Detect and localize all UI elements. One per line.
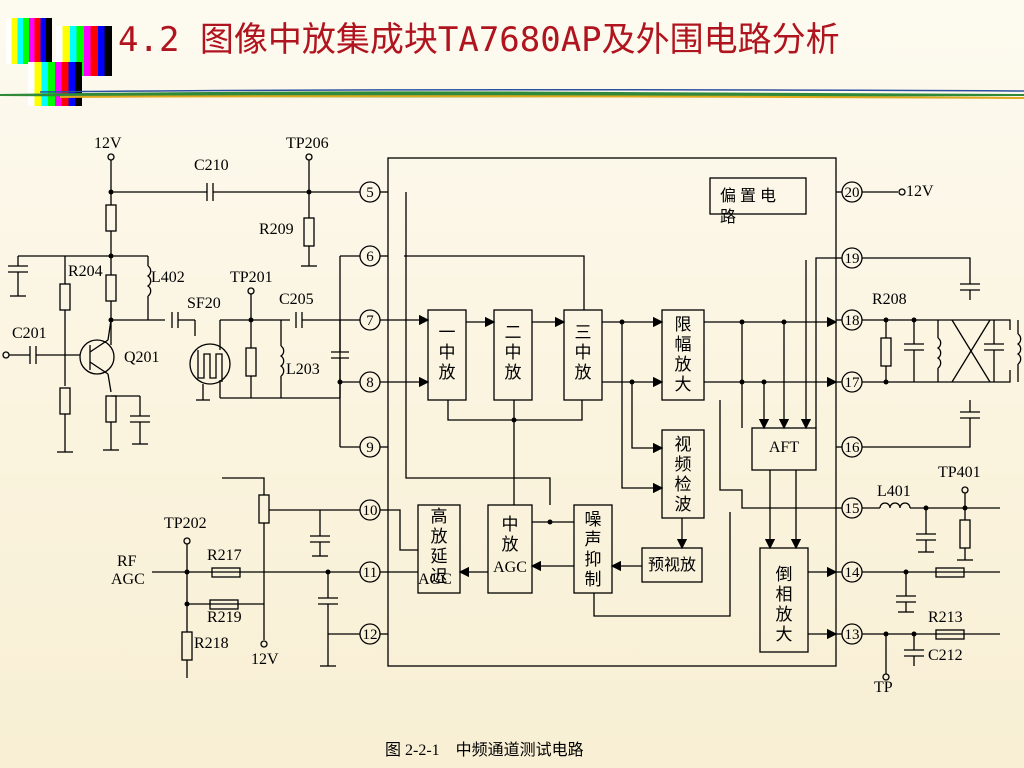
block-hf-delay-char-2: 放 [431, 527, 448, 546]
block-limiter-char-4: 大 [675, 375, 692, 394]
block-noise-char-3: 抑 [585, 550, 602, 569]
block-detector-char-2: 频 [675, 455, 692, 474]
pin-12: 12 [363, 627, 378, 643]
label-q201: Q201 [124, 349, 160, 366]
block-if3-char-1: 三 [575, 323, 592, 342]
label-r219: R219 [207, 609, 242, 626]
block-noise-char-1: 噪 [585, 510, 602, 529]
block-detector [661, 429, 705, 519]
page-title: 4.2 图像中放集成块TA7680AP及外围电路分析 [118, 20, 840, 60]
label-rf: RF [117, 553, 137, 570]
block-if1-char-1: 一 [439, 323, 456, 342]
label-r204: R204 [68, 263, 103, 280]
pin-15: 15 [845, 501, 860, 517]
pin-16: 16 [845, 440, 861, 456]
block-detector-char-1: 视 [675, 435, 692, 454]
block-mid-agc-char-1: 中 [502, 515, 519, 534]
figure-caption: 图 2-2-1 中频通道测试电路 [385, 742, 584, 759]
label-l203: L203 [286, 361, 320, 378]
block-hf-agc-label: AGC [418, 571, 452, 588]
title-underline [0, 88, 1024, 99]
block-invert [759, 547, 809, 653]
block-if1-char-3: 放 [439, 363, 456, 382]
pin-10: 10 [363, 503, 378, 519]
block-hf-delay [417, 504, 461, 594]
block-mid-agc-label: AGC [493, 559, 527, 576]
ic-outline [387, 157, 837, 667]
label-12v-right: 12V [906, 183, 934, 200]
block-if2-char-1: 二 [505, 323, 522, 342]
block-if3 [563, 309, 603, 401]
block-mid-agc-char-2: 放 [502, 535, 519, 554]
pin-17: 17 [845, 375, 861, 391]
label-l402: L402 [151, 269, 185, 286]
label-tp201: TP201 [230, 269, 273, 286]
label-r218: R218 [194, 635, 229, 652]
block-if2-char-2: 中 [505, 343, 522, 362]
block-invert-char-3: 放 [776, 605, 793, 624]
block-invert-char-2: 相 [776, 585, 793, 604]
label-c205: C205 [279, 291, 314, 308]
pin-13: 13 [845, 627, 860, 643]
block-hf-delay-char-3: 延 [431, 547, 448, 566]
block-limiter-char-3: 放 [675, 355, 692, 374]
block-if1-char-2: 中 [439, 343, 456, 362]
block-mid-agc [487, 504, 533, 594]
label-tp401: TP401 [938, 464, 981, 481]
block-if3-char-3: 放 [575, 363, 592, 382]
pin-9: 9 [366, 440, 374, 456]
block-bias-line2: 路 [720, 208, 736, 226]
label-r217: R217 [207, 547, 242, 564]
label-r213: R213 [928, 609, 963, 626]
label-tp206: TP206 [286, 135, 329, 152]
block-if3-char-2: 中 [575, 343, 592, 362]
label-c201: C201 [12, 325, 47, 342]
pin-11: 11 [363, 565, 377, 581]
block-invert-char-1: 倒 [776, 565, 793, 584]
label-c210: C210 [194, 157, 229, 174]
block-hf-delay-char-1: 高 [431, 507, 448, 526]
pin-5: 5 [366, 185, 374, 201]
block-if2 [493, 309, 533, 401]
block-bias [709, 177, 807, 215]
block-hf-delay-char-4: 迟 [431, 567, 448, 586]
block-aft-label: AFT [769, 439, 799, 456]
block-noise [573, 504, 613, 594]
block-limiter-char-2: 幅 [675, 335, 692, 354]
block-limiter [661, 309, 705, 401]
block-prevideo [641, 547, 703, 583]
pin-18: 18 [845, 313, 860, 329]
label-12v-bottom: 12V [251, 651, 279, 668]
label-c212: C212 [928, 647, 963, 664]
block-noise-char-2: 声 [585, 530, 602, 549]
label-12v-top: 12V [94, 135, 122, 152]
block-prevideo-label: 预视放 [648, 556, 696, 574]
block-limiter-char-1: 限 [675, 315, 692, 334]
block-detector-char-3: 检 [675, 475, 692, 494]
pin-6: 6 [366, 249, 374, 265]
block-if2-char-3: 放 [505, 363, 522, 382]
label-sf20: SF20 [187, 295, 221, 312]
block-if1 [427, 309, 467, 401]
label-l401: L401 [877, 483, 911, 500]
label-r209: R209 [259, 221, 294, 238]
pin-19: 19 [845, 251, 860, 267]
label-agc: AGC [111, 571, 145, 588]
pin-7: 7 [366, 313, 374, 329]
label-tp202: TP202 [164, 515, 207, 532]
block-invert-char-4: 大 [776, 625, 793, 644]
label-r208: R208 [872, 291, 907, 308]
pin-8: 8 [366, 375, 374, 391]
block-noise-char-4: 制 [585, 570, 602, 589]
label-tp: TP [874, 679, 893, 696]
color-bars-logo [6, 14, 118, 110]
pin-14: 14 [845, 565, 861, 581]
pin-20: 20 [845, 185, 860, 201]
block-bias-line1: 偏 置 电 [720, 187, 776, 205]
block-detector-char-4: 波 [675, 495, 692, 514]
